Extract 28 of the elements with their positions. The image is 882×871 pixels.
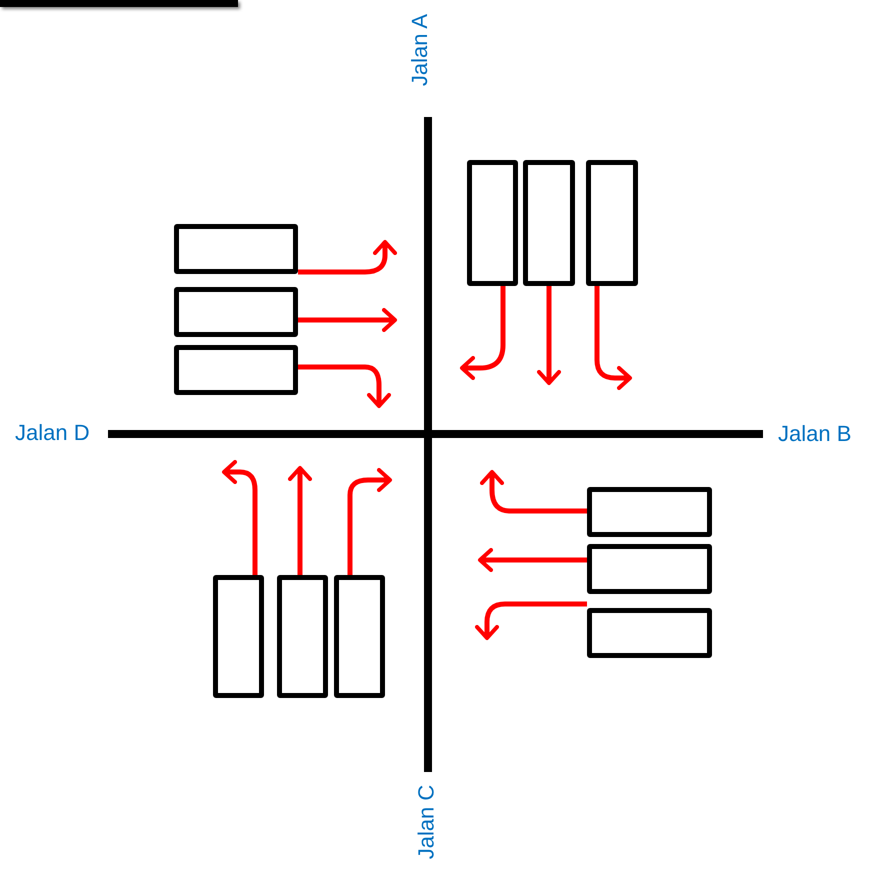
turn-arrow	[348, 468, 392, 575]
vehicle-box	[174, 287, 298, 337]
vehicle-box	[174, 224, 298, 274]
turn-arrow	[298, 364, 391, 408]
vehicle-box	[334, 575, 385, 698]
vehicle-box	[213, 575, 264, 698]
road-name: Jalan B	[778, 423, 852, 445]
vehicle-box	[586, 160, 638, 286]
turn-arrow	[288, 466, 312, 575]
vehicle-box	[587, 544, 712, 594]
turn-arrow	[594, 286, 632, 390]
turn-arrow	[475, 602, 587, 640]
turn-arrow	[480, 470, 587, 514]
turn-arrow	[478, 548, 587, 572]
vehicle-box	[523, 160, 575, 286]
road-name: Jalan C	[415, 784, 438, 860]
turn-arrow	[537, 286, 561, 385]
vehicle-box	[174, 345, 298, 395]
turn-arrow	[460, 286, 506, 380]
vehicle-box	[587, 487, 712, 537]
turn-arrow	[298, 308, 397, 332]
road-name: Jalan A	[409, 14, 432, 86]
turn-arrow	[222, 460, 258, 575]
turn-arrow	[298, 240, 397, 274]
vehicle-box	[277, 575, 328, 698]
road-name: Jalan D	[15, 422, 90, 444]
vehicle-box	[587, 608, 712, 658]
vehicle-box	[467, 160, 518, 286]
